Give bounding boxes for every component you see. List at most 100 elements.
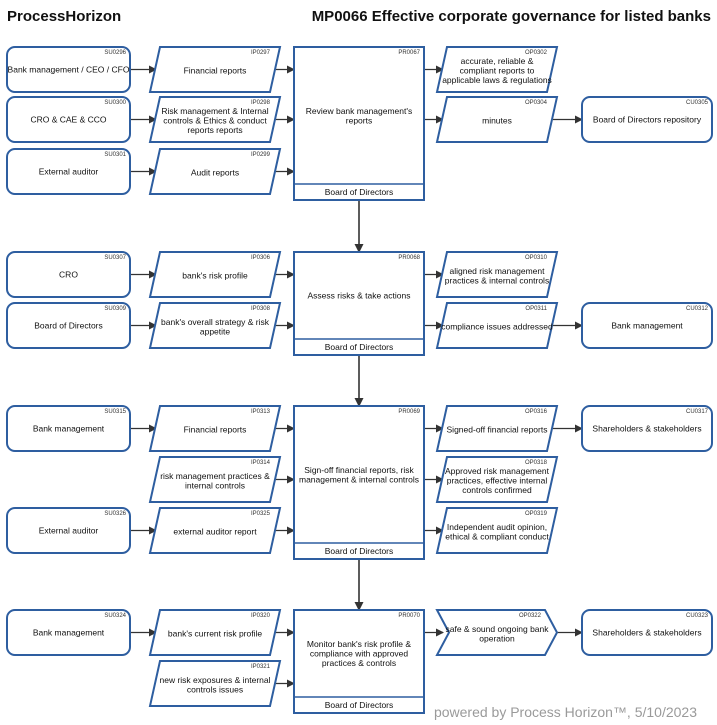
node-code: IP0321 bbox=[251, 664, 271, 670]
node-code: IP0325 bbox=[251, 511, 271, 517]
node-code: OP0302 bbox=[525, 50, 548, 56]
input-box-shape bbox=[148, 660, 282, 707]
output-box[interactable]: OP0304 minutes bbox=[435, 96, 559, 143]
node-label-line: External auditor bbox=[39, 167, 99, 177]
node-label-line: Independent audit opinion, bbox=[447, 522, 547, 532]
node-code: SU0309 bbox=[104, 306, 126, 312]
node-label-line: Bank management / CEO / CFO bbox=[8, 65, 130, 75]
node-code: SU0307 bbox=[104, 255, 126, 261]
node-code: SU0300 bbox=[104, 100, 126, 106]
brand-logo-text: ProcessHorizon bbox=[7, 8, 122, 25]
node-label-line: minutes bbox=[482, 116, 512, 126]
node-code: OP0304 bbox=[525, 100, 548, 106]
supplier-box-shape bbox=[6, 507, 131, 554]
node-label-line: practices & internal controls bbox=[445, 275, 549, 285]
node-code: CU0317 bbox=[686, 409, 709, 415]
node-label-line: controls & Ethics & conduct bbox=[163, 116, 267, 126]
node-label-line: controls issues bbox=[187, 684, 243, 694]
node-label-line: Review bank management's bbox=[306, 106, 413, 116]
supplier-box-shape bbox=[6, 302, 131, 349]
node-label-line: Monitor bank's risk profile & bbox=[307, 639, 411, 649]
node-code: PR0070 bbox=[398, 613, 420, 619]
supplier-box-shape bbox=[6, 609, 131, 656]
supplier-box-shape bbox=[6, 148, 131, 195]
customer-box-shape bbox=[581, 302, 713, 349]
input-box-shape bbox=[148, 46, 282, 93]
node-label-line: Bank management bbox=[33, 628, 105, 638]
node-label-line: compliant reports to bbox=[460, 66, 535, 76]
output-box-shape bbox=[435, 96, 559, 143]
node-label-line: practices, effective internal bbox=[447, 476, 548, 486]
output-box-shape bbox=[435, 405, 559, 452]
input-box-shape bbox=[148, 507, 282, 554]
customer-box-shape bbox=[581, 405, 713, 452]
node-code: IP0297 bbox=[251, 50, 271, 56]
node-label-line: Bank management bbox=[33, 424, 105, 434]
node-label-line: applicable laws & regulations bbox=[442, 75, 552, 85]
node-label-line: CRO bbox=[59, 270, 78, 280]
node-label-line: Board of Directors bbox=[34, 321, 103, 331]
node-label-line: Shareholders & stakeholders bbox=[592, 628, 701, 638]
node-label-line: Sign-off financial reports, risk bbox=[304, 465, 414, 475]
node-label-line: Audit reports bbox=[191, 168, 239, 178]
supplier-box-shape bbox=[6, 405, 131, 452]
node-label-line: appetite bbox=[200, 326, 231, 336]
node-code: CU0312 bbox=[686, 306, 709, 312]
node-label-line: Approved risk management bbox=[445, 466, 550, 476]
node-code: OP0311 bbox=[525, 306, 547, 312]
node-label-line: bank's current risk profile bbox=[168, 629, 262, 639]
node-label-line: Financial reports bbox=[184, 66, 247, 76]
input-box[interactable]: IP0320 bank's current risk profile bbox=[148, 609, 282, 656]
input-box-shape bbox=[148, 609, 282, 656]
node-code: SU0301 bbox=[104, 152, 126, 158]
node-label-line: practices & controls bbox=[322, 658, 396, 668]
node-code: IP0299 bbox=[251, 152, 271, 158]
node-code: CU0305 bbox=[686, 100, 709, 106]
node-label-line: Assess risks & take actions bbox=[308, 291, 411, 301]
node-code: IP0320 bbox=[251, 613, 271, 619]
output-box-shape bbox=[435, 46, 559, 93]
node-code: OP0316 bbox=[525, 409, 548, 415]
node-label-line: CRO & CAE & CCO bbox=[30, 115, 106, 125]
input-box-shape bbox=[148, 456, 282, 503]
node-code: OP0318 bbox=[525, 460, 548, 466]
input-box-shape bbox=[148, 302, 282, 349]
input-box-shape bbox=[148, 148, 282, 195]
node-code: PR0067 bbox=[398, 50, 420, 56]
input-box-shape bbox=[148, 251, 282, 298]
node-code: OP0322 bbox=[519, 613, 542, 619]
node-label-line: management & internal controls bbox=[299, 474, 419, 484]
